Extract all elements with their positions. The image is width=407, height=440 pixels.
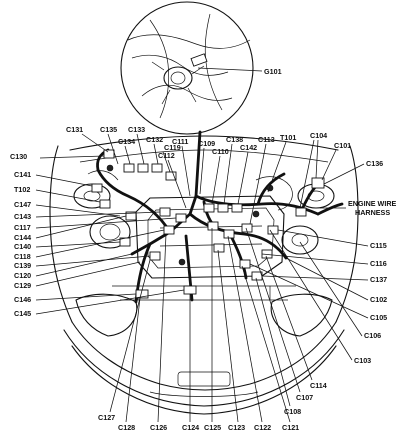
leader-lines — [35, 133, 369, 423]
label-c115: C115 — [370, 241, 387, 250]
label-c124: C124 — [182, 423, 199, 432]
connectors — [91, 149, 325, 299]
label-c145: C145 — [14, 309, 31, 318]
label-c127: C127 — [98, 413, 115, 422]
label-c138: C138 — [226, 135, 243, 144]
label-c147: C147 — [14, 200, 31, 209]
label-c144: C144 — [14, 233, 31, 242]
label-c139: C139 — [14, 261, 31, 270]
top-labels: C131 C135 C134 C133 C132 C119 C111 C112 … — [66, 125, 351, 160]
label-c109: C109 — [198, 139, 215, 148]
left-labels: C130 C141 T102 C147 C143 C117 C144 C140 … — [10, 152, 31, 318]
label-c133: C133 — [128, 125, 145, 134]
label-c105: C105 — [370, 313, 387, 322]
label-c117: C117 — [14, 223, 31, 232]
harness-label-line1: ENGINE WIRE — [348, 199, 397, 208]
label-c102: C102 — [370, 295, 387, 304]
label-c141: C141 — [14, 170, 31, 179]
label-c119: C119 — [164, 143, 181, 152]
label-c132: C132 — [146, 135, 163, 144]
label-c112: C112 — [158, 151, 175, 160]
label-c121: C121 — [282, 423, 299, 432]
right-labels: C136 ENGINE WIRE HARNESS C115 C116 C137 … — [348, 159, 397, 365]
label-c114: C114 — [310, 381, 327, 390]
label-c140: C140 — [14, 242, 31, 251]
label-c101: C101 — [334, 141, 351, 150]
label-c143: C143 — [14, 212, 31, 221]
label-c142: C142 — [240, 143, 257, 152]
label-t101: T101 — [280, 133, 296, 142]
ground-label: G101 — [264, 67, 282, 76]
label-c136: C136 — [366, 159, 383, 168]
label-c108: C108 — [284, 407, 301, 416]
label-c104: C104 — [310, 131, 327, 140]
bottom-labels: C127 C128 C126 C124 C125 C123 C122 C121 … — [98, 381, 327, 432]
label-c146: C146 — [14, 295, 31, 304]
label-c110: C110 — [212, 147, 229, 156]
label-c122: C122 — [254, 423, 271, 432]
label-c103: C103 — [354, 356, 371, 365]
label-c111: C111 — [172, 137, 188, 146]
label-c116: C116 — [370, 259, 387, 268]
harness-label-line2: HARNESS — [355, 208, 390, 217]
label-c106: C106 — [364, 331, 381, 340]
label-c135: C135 — [100, 125, 117, 134]
label-c128: C128 — [118, 423, 135, 432]
label-c107: C107 — [296, 393, 313, 402]
label-c134: C134 — [118, 137, 135, 146]
label-c129: C129 — [14, 281, 31, 290]
label-c123: C123 — [228, 423, 245, 432]
label-t102: T102 — [14, 185, 30, 194]
label-c126: C126 — [150, 423, 167, 432]
label-c130: C130 — [10, 152, 27, 161]
label-c113: C113 — [258, 135, 275, 144]
label-c118: C118 — [14, 252, 31, 261]
label-c125: C125 — [204, 423, 221, 432]
label-c131: C131 — [66, 125, 83, 134]
label-c120: C120 — [14, 271, 31, 280]
ground-detail-circle: G101 — [120, 1, 282, 135]
label-c137: C137 — [370, 275, 387, 284]
